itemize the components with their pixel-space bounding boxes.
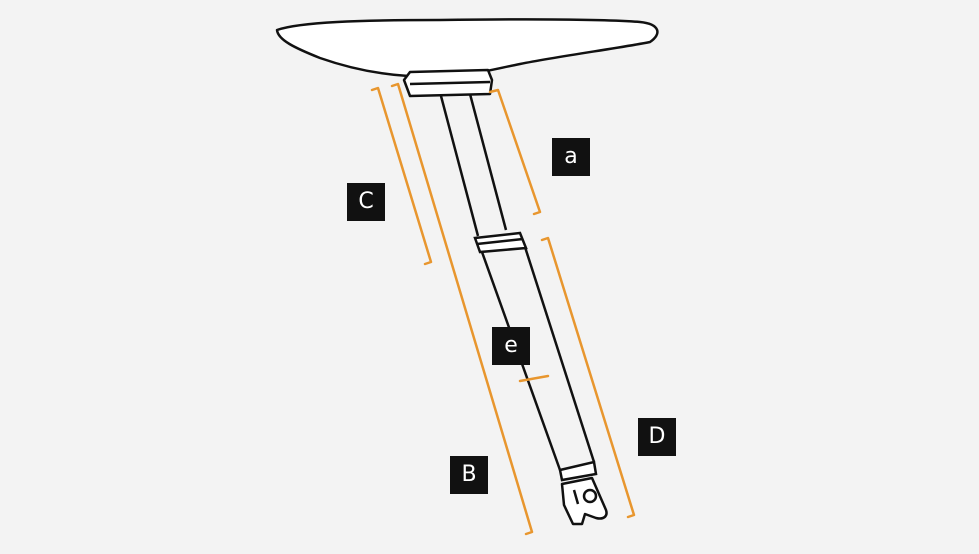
label-e: e [492,327,530,365]
label-b: B [450,456,488,494]
dimension-b [390,82,534,536]
label-a: a [552,138,590,176]
dimension-lines [370,82,636,536]
actuator [560,476,608,526]
dimension-d [540,236,636,519]
dimension-a [488,88,542,216]
label-d: D [638,418,676,456]
upper-stanchion [439,93,508,237]
saddle [275,18,659,98]
saddle-top [275,18,659,78]
seal-collar [473,231,528,254]
dimension-e [518,374,550,383]
label-c: C [347,183,385,221]
dimension-c [370,86,433,266]
saddle-clamp-line [409,80,491,86]
